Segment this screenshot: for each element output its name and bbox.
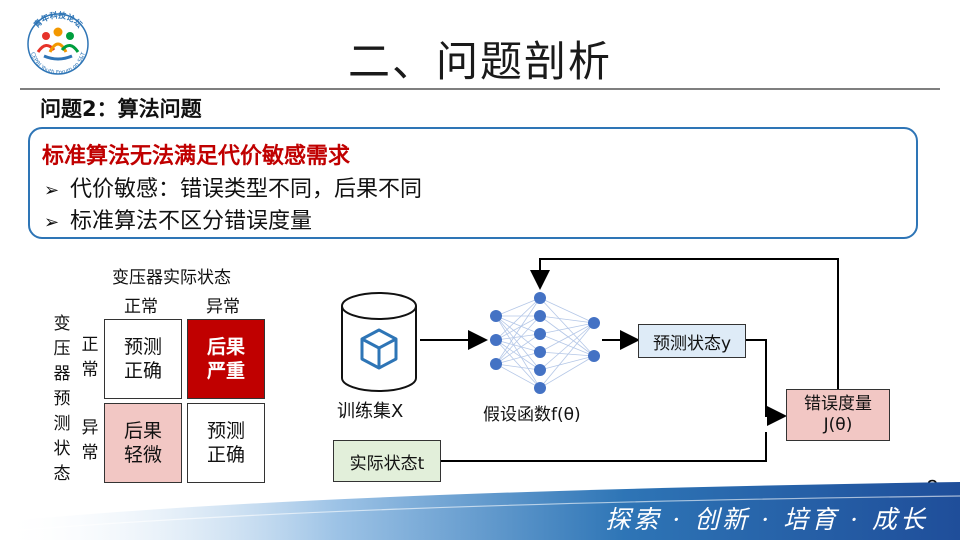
training-set-label: 训练集X bbox=[337, 401, 404, 422]
nn-edge bbox=[539, 315, 595, 357]
nn-node bbox=[588, 350, 600, 362]
nn-edge bbox=[495, 363, 541, 389]
arrow-feedback bbox=[530, 258, 839, 390]
info-headline: 标准算法无法满足代价敏感需求 bbox=[42, 144, 351, 169]
section-subtitle: 问题2：算法问题 bbox=[40, 97, 202, 121]
nn-node bbox=[534, 364, 546, 376]
line-actual-to-error bbox=[440, 432, 767, 462]
matrix-side-label: 变压器预测状态 bbox=[53, 314, 71, 484]
matrix-col-label: 异常 bbox=[206, 297, 240, 317]
nn-edge bbox=[495, 315, 541, 389]
matrix-row-label: 异常 bbox=[81, 418, 99, 463]
nn-edge bbox=[495, 333, 541, 365]
matrix-cell-mild: 后果 轻微 bbox=[104, 403, 182, 483]
nn-node bbox=[534, 328, 546, 340]
arrow-pred-to-error bbox=[746, 339, 787, 426]
actual-state-box: 实际状态t bbox=[333, 440, 441, 482]
matrix-cell-correct: 预测 正确 bbox=[187, 403, 265, 483]
database-icon bbox=[341, 292, 417, 392]
nn-node bbox=[534, 382, 546, 394]
nn-edge bbox=[495, 339, 541, 353]
page-title: 二、问题剖析 bbox=[347, 37, 612, 86]
info-box bbox=[28, 127, 918, 239]
predicted-state-box: 预测状态y bbox=[638, 324, 746, 358]
nn-edge bbox=[539, 333, 595, 357]
nn-edge bbox=[539, 322, 595, 389]
nn-edge bbox=[495, 297, 541, 317]
bullet-text: 代价敏感：错误类型不同，后果不同 bbox=[70, 177, 423, 202]
nn-edge bbox=[539, 322, 595, 353]
nn-node bbox=[534, 310, 546, 322]
nn-edge bbox=[495, 297, 541, 341]
nn-node bbox=[490, 310, 502, 322]
matrix-cell-severe: 后果 严重 bbox=[187, 319, 265, 399]
nn-node bbox=[534, 292, 546, 304]
nn-node bbox=[534, 346, 546, 358]
bullet-item: ➢ 代价敏感：错误类型不同，后果不同 bbox=[44, 171, 422, 203]
nn-edge bbox=[539, 297, 595, 357]
footer-band bbox=[0, 482, 960, 540]
nn-edge bbox=[495, 297, 541, 365]
nn-edge bbox=[495, 315, 541, 353]
error-measure-box: 错误度量 J(θ) bbox=[786, 389, 890, 441]
arrow-bullet-icon: ➢ bbox=[44, 180, 60, 201]
nn-edge bbox=[539, 351, 595, 357]
nn-edge bbox=[495, 339, 541, 389]
matrix-top-label: 变压器实际状态 bbox=[112, 268, 231, 288]
nn-edge bbox=[495, 315, 541, 371]
nn-edge bbox=[495, 315, 541, 365]
nn-edge bbox=[495, 315, 541, 341]
nn-edge bbox=[495, 351, 541, 365]
footer-slogan: 探索 · 创新 · 培育 · 成长 bbox=[605, 505, 928, 534]
nn-edge bbox=[495, 315, 541, 335]
nn-edge bbox=[539, 355, 595, 389]
nn-node bbox=[588, 317, 600, 329]
nn-edge bbox=[539, 322, 595, 335]
bullet-text: 标准算法不区分错误度量 bbox=[70, 209, 313, 234]
logo-figures-icon bbox=[36, 27, 80, 61]
hypothesis-label: 假设函数f(θ) bbox=[483, 405, 581, 425]
nn-edge bbox=[495, 333, 541, 341]
title-divider bbox=[20, 88, 940, 90]
bullet-item: ➢ 标准算法不区分错误度量 bbox=[44, 203, 312, 235]
matrix-col-label: 正常 bbox=[124, 297, 158, 317]
cepri-youth-forum-logo: 青年科技论坛 CEPRI Youth Forum on S&T bbox=[27, 10, 89, 76]
matrix-row-label: 正常 bbox=[81, 335, 99, 380]
nn-edge bbox=[495, 363, 541, 371]
nn-node bbox=[490, 358, 502, 370]
nn-edge bbox=[495, 339, 541, 371]
nn-edge bbox=[539, 355, 595, 371]
matrix-cell-correct: 预测 正确 bbox=[104, 319, 182, 399]
arrow-bullet-icon: ➢ bbox=[44, 212, 60, 233]
nn-edge bbox=[539, 297, 595, 324]
nn-edge bbox=[539, 322, 595, 371]
nn-edge bbox=[539, 315, 595, 324]
neural-network-icon bbox=[490, 292, 600, 394]
nn-node bbox=[490, 334, 502, 346]
